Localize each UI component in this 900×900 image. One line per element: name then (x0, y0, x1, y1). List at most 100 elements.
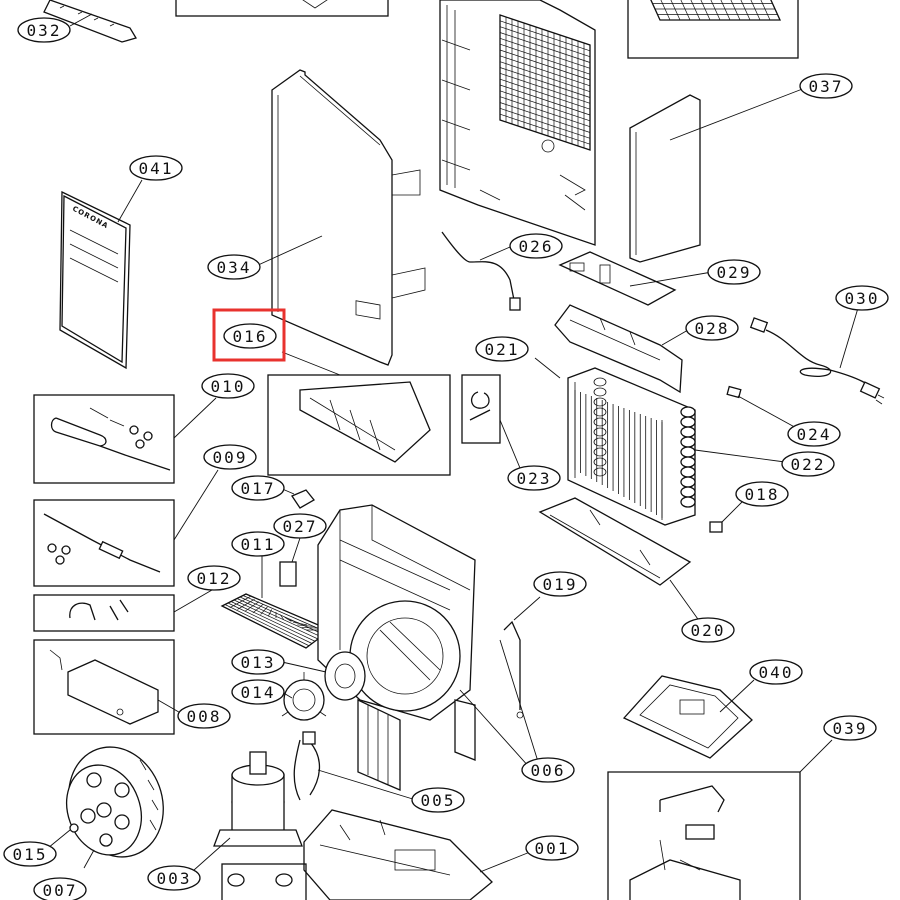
filter-box (627, 0, 799, 59)
svg-text:041: 041 (139, 159, 174, 178)
part-003-compressor (213, 751, 303, 847)
part-024-tag (726, 385, 742, 399)
callout-034: 034 (207, 254, 261, 280)
svg-text:034: 034 (217, 258, 252, 277)
svg-text:020: 020 (691, 621, 726, 640)
svg-text:016: 016 (233, 327, 268, 346)
feet-detail-box (221, 863, 307, 900)
svg-text:032: 032 (27, 21, 62, 40)
callout-015: 015 (3, 841, 57, 867)
part-017-switch (291, 489, 315, 509)
part-028-frame (554, 304, 683, 394)
callout-001: 001 (525, 835, 579, 861)
svg-text:039: 039 (833, 719, 868, 738)
svg-text:014: 014 (241, 683, 276, 702)
part-013-fan-motor (324, 651, 366, 701)
part-040-water-tank (622, 675, 753, 759)
callout-023: 023 (507, 465, 561, 491)
svg-text:037: 037 (809, 77, 844, 96)
svg-text:005: 005 (421, 791, 456, 810)
callout-037: 037 (799, 73, 853, 99)
callout-026: 026 (509, 233, 563, 259)
callout-007: 007 (33, 877, 87, 900)
callout-019: 019 (533, 571, 587, 597)
part-037-side-panel (629, 94, 701, 263)
svg-text:021: 021 (485, 340, 520, 359)
callout-021: 021 (475, 336, 529, 362)
callout-039: 039 (823, 715, 877, 741)
svg-text:001: 001 (535, 839, 570, 858)
part-041-manual: CORONA (59, 190, 131, 370)
part-021-022-coil (567, 367, 696, 526)
callout-014: 014 (231, 679, 285, 705)
back-panel (439, 0, 596, 246)
part-007-fan-wheel (66, 746, 164, 858)
callout-024: 024 (787, 421, 841, 447)
part-030-power-cord (749, 317, 885, 405)
part-015-nut (69, 823, 79, 833)
callout-013: 013 (231, 649, 285, 675)
part-020-drain-tray (538, 497, 692, 586)
callout-028: 028 (685, 315, 739, 341)
part-011-filter-mesh (220, 593, 332, 649)
detail-box-012 (33, 594, 175, 632)
part-023-clip (461, 374, 501, 444)
svg-text:028: 028 (695, 319, 730, 338)
callout-005: 005 (411, 787, 465, 813)
detail-box-009 (33, 499, 175, 587)
callout-006: 006 (521, 757, 575, 783)
callout-030: 030 (835, 285, 889, 311)
svg-text:018: 018 (745, 485, 780, 504)
svg-text:023: 023 (517, 469, 552, 488)
svg-text:010: 010 (211, 377, 246, 396)
svg-text:029: 029 (717, 263, 752, 282)
svg-text:012: 012 (197, 569, 232, 588)
callout-041: 041 (129, 155, 183, 181)
callout-012: 012 (187, 565, 241, 591)
part-006-main-chassis (317, 504, 476, 791)
part-039-float-assembly (607, 771, 801, 900)
svg-text:011: 011 (241, 535, 276, 554)
part-032-bar (43, 0, 137, 43)
callout-016: 016 (223, 323, 277, 349)
svg-text:017: 017 (241, 479, 276, 498)
highlight-box-016 (212, 308, 286, 362)
svg-text:022: 022 (791, 455, 826, 474)
svg-text:006: 006 (531, 761, 566, 780)
svg-text:019: 019 (543, 575, 578, 594)
svg-text:027: 027 (283, 517, 318, 536)
callout-009: 009 (203, 444, 257, 470)
svg-text:015: 015 (13, 845, 48, 864)
back-panel-grille (499, 14, 591, 151)
detail-box-016 (267, 374, 451, 476)
part-018-clip (709, 521, 723, 533)
svg-text:008: 008 (187, 707, 222, 726)
part-029-control-board (558, 251, 677, 306)
cropped-detail-box-top (175, 0, 389, 17)
callout-040: 040 (749, 659, 803, 685)
callout-020: 020 (681, 617, 735, 643)
part-005-wiring (293, 731, 321, 801)
part-014-motor-mount (281, 672, 327, 721)
svg-text:040: 040 (759, 663, 794, 682)
svg-text:007: 007 (43, 881, 78, 900)
svg-text:026: 026 (519, 237, 554, 256)
part-026-wire-harness (441, 231, 521, 311)
svg-text:003: 003 (157, 869, 192, 888)
callout-018: 018 (735, 481, 789, 507)
callout-010: 010 (201, 373, 255, 399)
callout-017: 017 (231, 475, 285, 501)
callout-027: 027 (273, 513, 327, 539)
svg-text:030: 030 (845, 289, 880, 308)
callout-008: 008 (177, 703, 231, 729)
callout-labels: 032 037 041 026 034 029 030 028 016 021 … (3, 17, 889, 900)
svg-text:024: 024 (797, 425, 832, 444)
part-034-front-panel (271, 69, 426, 366)
callout-032: 032 (17, 17, 71, 43)
callout-003: 003 (147, 865, 201, 891)
callout-011: 011 (231, 531, 285, 557)
callout-022: 022 (781, 451, 835, 477)
svg-text:013: 013 (241, 653, 276, 672)
part-027-capacitor (279, 561, 297, 587)
